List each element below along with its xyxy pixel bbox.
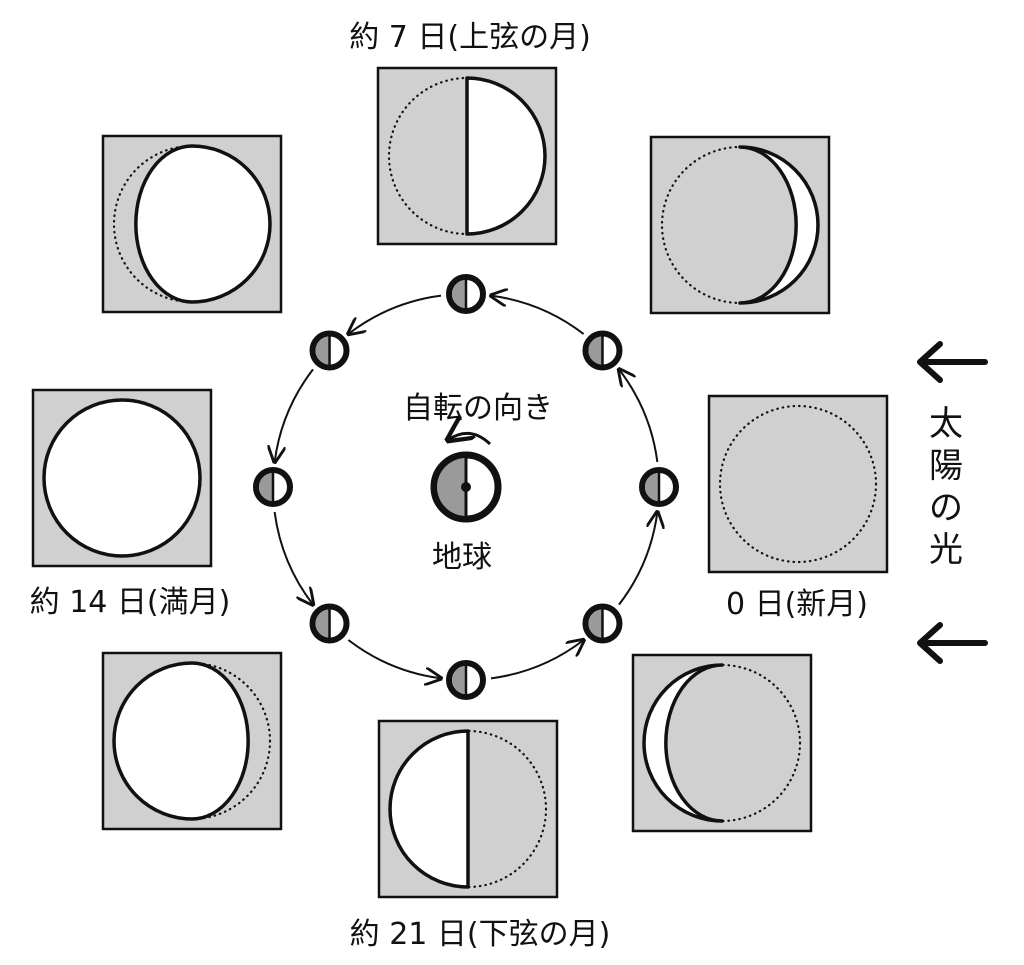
orbit-moon-waxing-crescent [582, 330, 623, 371]
orbit-arrow [491, 296, 585, 335]
orbit-arrow [619, 369, 659, 463]
orbit-arrow [618, 512, 657, 606]
orbit-moon-full-moon [253, 467, 293, 507]
phase-new-moon [707, 394, 889, 574]
moon-orbit [253, 274, 679, 700]
label-new-moon: 0 日(新月) [726, 587, 868, 622]
rotation-arrow-icon [448, 433, 492, 446]
label-first-quarter: 約 7 日(上弦の月) [349, 20, 591, 55]
orbit-arrow [273, 511, 313, 605]
label-full-moon: 約 14 日(満月) [30, 585, 231, 620]
phase-waning-gibbous [101, 651, 283, 831]
lit-portion [42, 398, 202, 558]
earth [430, 433, 502, 523]
svg-text:光: 光 [929, 530, 963, 570]
lit-portion [642, 663, 724, 823]
orbit-arrow [348, 294, 442, 334]
lit-portion [112, 661, 250, 821]
earth-label: 地球 [432, 540, 492, 575]
orbit-moon-new-moon [639, 467, 679, 507]
phase-waning-crescent [631, 653, 813, 833]
orbit-arrow [347, 639, 441, 678]
sunlight-label: 太 陽 の 光 [929, 404, 963, 570]
orbit-arrow [490, 640, 584, 680]
lit-portion [738, 145, 820, 305]
orbit-moon-waning-gibbous [309, 603, 350, 644]
rotation-label: 自転の向き [403, 391, 553, 426]
svg-text:の: の [929, 488, 963, 528]
orbit-moon-waxing-gibbous [309, 330, 350, 371]
svg-text:陽: 陽 [929, 446, 963, 486]
orbit-moon-first-quarter [446, 274, 486, 314]
phase-waxing-crescent [649, 135, 831, 315]
sunlight-arrow-icon [917, 341, 988, 664]
lit-portion [134, 144, 272, 304]
phase-first-quarter [376, 66, 558, 246]
label-last-quarter: 約 21 日(下弦の月) [350, 917, 611, 952]
orbit-moon-waning-crescent [582, 603, 623, 644]
lit-portion [388, 729, 470, 889]
svg-text:太: 太 [929, 404, 963, 444]
lit-portion [465, 76, 547, 236]
phase-full-moon [31, 388, 213, 568]
phase-waxing-gibbous [101, 134, 283, 314]
orbit-moon-last-quarter [446, 660, 486, 700]
phase-last-quarter [377, 719, 559, 899]
orbit-arrow [275, 368, 314, 462]
